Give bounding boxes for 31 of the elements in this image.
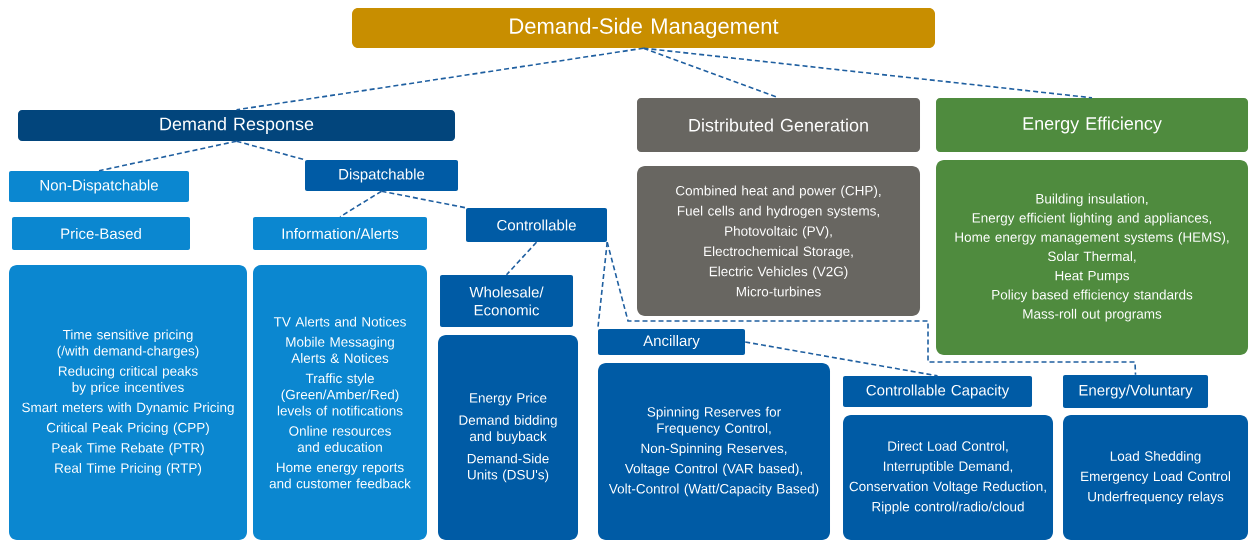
type-box: Ancillary	[598, 329, 745, 355]
type-box: Wholesale/ Economic	[440, 275, 573, 327]
list-box: TV Alerts and Notices Mobile Messaging Alerts & Notices Traffic style (Green/Amber/Red) levels of notifications Online resources and education Home energy reports and customer feedback	[253, 265, 427, 540]
type-box: Controllable	[466, 208, 607, 242]
type-box: Information/Alerts	[253, 217, 427, 250]
connector	[98, 140, 238, 172]
type-box: Dispatchable	[305, 160, 458, 191]
list-box: Combined heat and power (CHP), Fuel cells and hydrogen systems, Photovoltaic (PV), Electrochemical Storage, Electric Vehicles (V2G) Micro-turbines	[637, 166, 920, 316]
list-box: Building insulation, Energy efficient lighting and appliances, Home energy management systems (HEMS), Solar Thermal, Heat Pumps Policy based efficiency standards Mass-roll out programs	[936, 160, 1248, 355]
connector	[380, 190, 467, 209]
connector	[597, 241, 608, 330]
category-box: Demand Response	[18, 110, 455, 141]
type-box: Non-Dispatchable	[9, 171, 189, 202]
list-box: Time sensitive pricing (/with demand-charges) Reducing critical peaks by price incentives Smart meters with Dynamic Pricing Critical Peak Pricing (CPP) Peak Time Rebate (PTR) Real Time Pricing (RTP)	[9, 265, 247, 540]
list-box: Spinning Reserves for Frequency Control, Non-Spinning Reserves, Voltage Control (VAR based), Volt-Control (Watt/Capacity Based)	[598, 363, 830, 540]
list-box: Energy Price Demand bidding and buyback Demand-Side Units (DSU's)	[438, 335, 578, 540]
list-box: Load Shedding Emergency Load Control Underfrequency relays	[1063, 415, 1248, 540]
category-box: Distributed Generation	[637, 98, 920, 152]
type-box: Controllable Capacity	[843, 376, 1032, 407]
type-box: Price-Based	[12, 217, 190, 250]
category-box: Energy Efficiency	[936, 98, 1248, 152]
list-box: Direct Load Control, Interruptible Demand, Conservation Voltage Reduction, Ripple control/radio/cloud	[843, 415, 1053, 540]
connector	[339, 190, 383, 218]
connector	[235, 47, 645, 111]
title-box: Demand-Side Management	[352, 8, 935, 48]
connector	[606, 241, 1137, 376]
connector	[744, 341, 939, 377]
connector	[642, 47, 1093, 99]
connector	[235, 140, 306, 161]
type-box: Energy/Voluntary	[1063, 375, 1208, 408]
connector	[505, 241, 538, 276]
